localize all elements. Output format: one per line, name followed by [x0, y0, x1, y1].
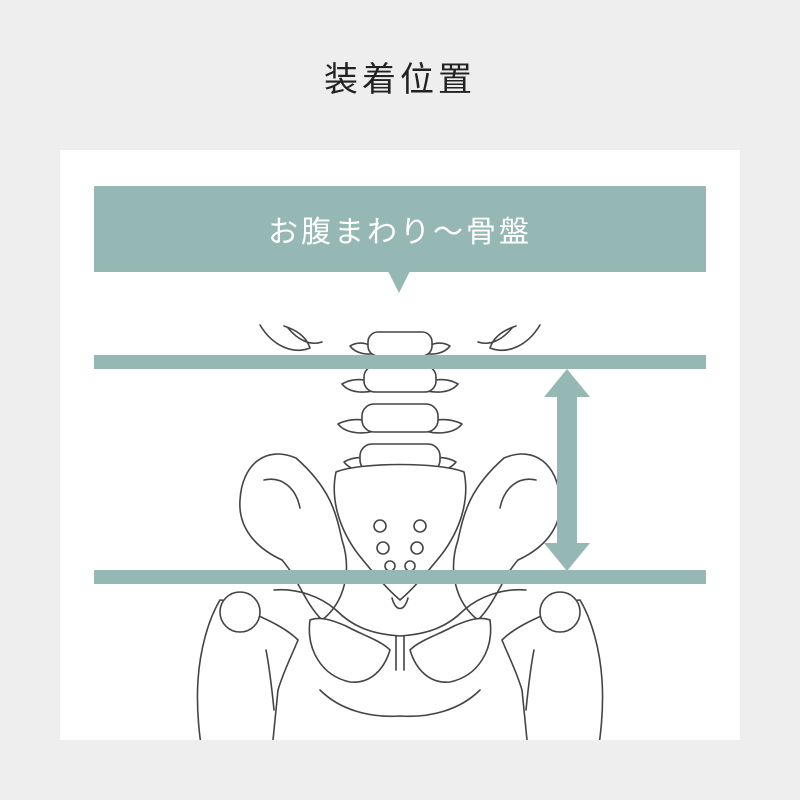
- double-arrow-icon: [544, 369, 590, 571]
- pelvis-illustration: [196, 324, 604, 740]
- banner-label: お腹まわり～骨盤: [268, 215, 532, 250]
- page-title: 装着位置: [324, 60, 476, 100]
- wearing-range-top-line: [94, 355, 706, 369]
- diagram-panel: お腹まわり～骨盤: [60, 150, 740, 740]
- banner-pointer: [388, 271, 410, 293]
- wearing-range-bottom-line: [94, 570, 706, 584]
- banner: お腹まわり～骨盤: [94, 186, 706, 272]
